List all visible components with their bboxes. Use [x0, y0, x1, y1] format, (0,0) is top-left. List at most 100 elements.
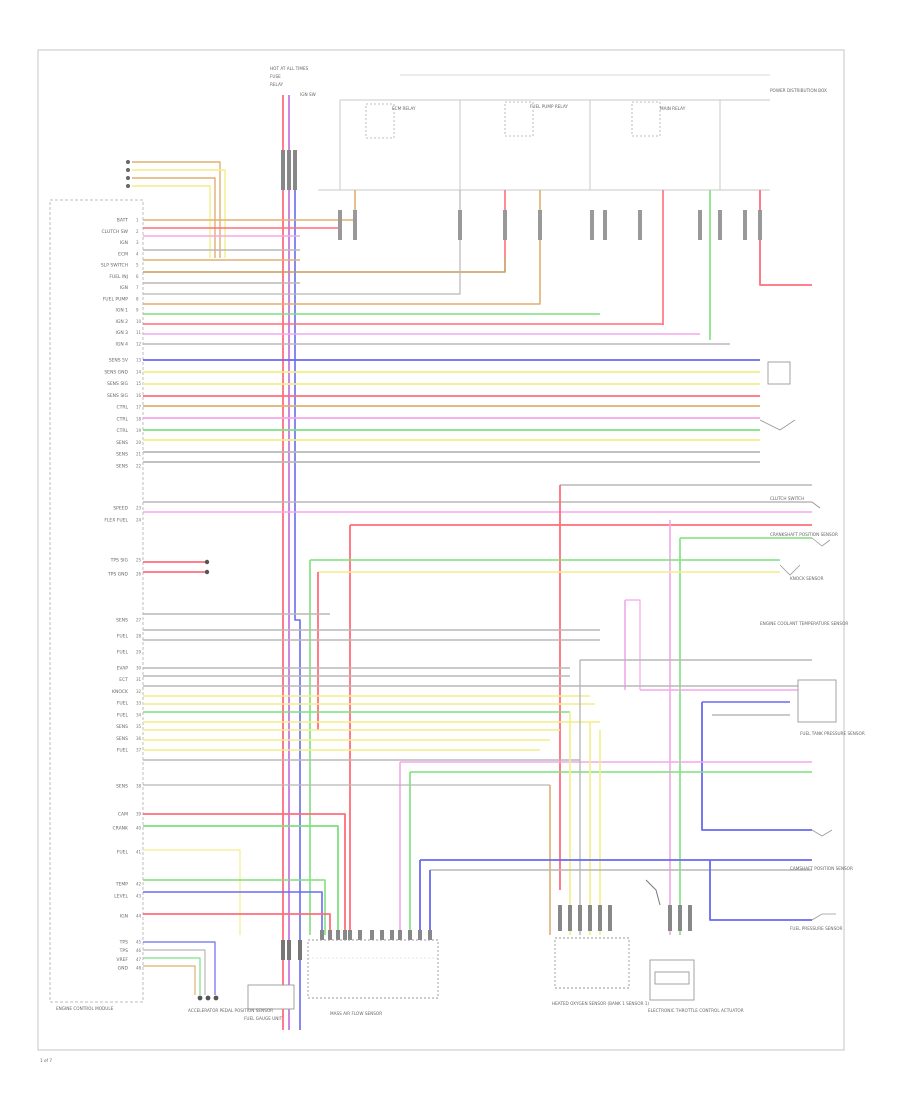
- wire-96: [143, 949, 206, 995]
- maf-pin-9: [398, 930, 402, 944]
- ecm-pin-number-14: 15: [136, 381, 142, 386]
- ecm-pin-label-1: CLUTCH SW: [102, 229, 129, 235]
- top-row-pin-0: [338, 210, 342, 240]
- maf-pin-6: [370, 930, 374, 944]
- top-feed-pin-2: [293, 150, 297, 190]
- ecm-pin-label-45: TPS: [119, 948, 128, 954]
- ecm-pin-number-27: 28: [136, 634, 142, 639]
- top-row-pin-2: [458, 210, 462, 240]
- ecm-pin-number-7: 8: [136, 296, 139, 301]
- ecm-pin-label-0: BATT: [117, 218, 128, 224]
- ecm-pin-number-8: 9: [136, 308, 139, 313]
- ecm-pin-label-13: SENS GND: [104, 369, 128, 375]
- ecm-pin-number-21: 22: [136, 464, 142, 469]
- wire-62: [701, 702, 812, 831]
- top-row-pin-1: [353, 210, 357, 240]
- ecm-pin-number-13: 14: [136, 369, 142, 374]
- ecm-pin-label-20: SENS: [116, 452, 128, 458]
- ecm-pin-number-11: 12: [136, 342, 142, 347]
- fuel-gauge-pin-2: [298, 940, 302, 960]
- wire-18: [132, 177, 216, 258]
- ecm-pin-label-46: VREF: [116, 957, 128, 963]
- ecm-pin-number-47: 48: [136, 966, 142, 971]
- o2-pin-0: [558, 905, 562, 931]
- wire-89: [143, 813, 346, 935]
- ecm-pin-label-35: SENS: [116, 736, 128, 742]
- bottom-component-1: FUEL GAUGE UNIT: [244, 1016, 283, 1021]
- ecm-pin-label-41: TEMP: [115, 882, 128, 888]
- ecm-pin-number-18: 19: [136, 428, 142, 433]
- right-component-1: CRANKSHAFT POSITION SENSOR: [770, 532, 838, 537]
- top-row-pin-5: [590, 210, 594, 240]
- ecm-pin-label-10: IGN 3: [116, 330, 129, 336]
- top-row-pin-4: [538, 210, 542, 240]
- ecm-pin-label-4: SLP SWITCH: [101, 263, 128, 269]
- maf-pin-7: [380, 930, 384, 944]
- ecm-pin-number-22: 23: [136, 506, 142, 511]
- ecm-pin-number-15: 16: [136, 393, 142, 398]
- top-row-pin-11: [758, 210, 762, 240]
- right-switch-c: [779, 564, 801, 576]
- top-component-1: ECM RELAY: [392, 106, 416, 111]
- right-tick-a: [811, 501, 821, 509]
- ecm-pin-number-43: 44: [136, 914, 142, 919]
- ecm-pin-label-6: IGN: [120, 285, 128, 291]
- o2-pin-4: [598, 905, 602, 931]
- right-component-6: FUEL PRESSURE SENSOR: [790, 926, 843, 931]
- ecm-pin-number-12: 13: [136, 358, 142, 363]
- top-feed-pin-1: [287, 150, 291, 190]
- maf-pin-0: [320, 930, 324, 944]
- right-switch-e: [811, 913, 836, 921]
- ecm-pin-label-29: EVAP: [117, 666, 129, 672]
- ecm-pin-label-31: KNOCK: [112, 689, 129, 695]
- top-left-stub-0: [126, 160, 130, 164]
- wire-25: [143, 258, 506, 273]
- tac-pin-0: [668, 905, 672, 931]
- right-switch-b: [811, 537, 831, 547]
- ecm-box: [49, 199, 144, 1003]
- ecm-pin-number-36: 37: [136, 748, 142, 753]
- maf-pin-10: [408, 930, 412, 944]
- wire-93: [143, 891, 323, 935]
- right-component-5: CAMSHAFT POSITION SENSOR: [790, 866, 853, 871]
- ecm-pin-number-40: 41: [136, 850, 142, 855]
- oxygen-sensor-box: [554, 937, 630, 989]
- ecm-pin-number-34: 35: [136, 724, 142, 729]
- component-layer: [247, 101, 837, 1010]
- top-row-pin-8: [698, 210, 702, 240]
- ecm-pin-label-8: IGN 1: [116, 308, 129, 314]
- top-row-pin-7: [638, 210, 642, 240]
- top-feed-pin-0: [281, 150, 285, 190]
- ecm-pin-label-5: FUEL INJ: [109, 274, 128, 280]
- ecm-pin-label-34: SENS: [116, 724, 128, 730]
- app-sensor-pin-0: [197, 995, 203, 1001]
- ecm-pin-label-30: ECT: [119, 677, 128, 683]
- app-sensor-pin-1: [205, 995, 211, 1001]
- ecm-pin-number-33: 34: [136, 712, 142, 717]
- ecm-pin-number-42: 43: [136, 894, 142, 899]
- o2-pin-1: [568, 905, 572, 931]
- maf-pin-1: [328, 930, 332, 944]
- footer-tag: 1 of 7: [40, 1058, 52, 1063]
- wire-28: [143, 300, 541, 305]
- dot-a: [204, 559, 210, 565]
- ecm-pin-label-38: CAM: [118, 812, 128, 818]
- fuel-gauge-pin-0: [281, 940, 285, 960]
- ecm-caption: ENGINE CONTROL MODULE: [56, 1006, 114, 1011]
- ecm-pin-label-37: SENS: [116, 784, 128, 790]
- throttle-actuator-inner: [654, 971, 690, 985]
- ecm-pin-number-35: 36: [136, 736, 142, 741]
- ecm-pin-number-41: 42: [136, 882, 142, 887]
- tac-lead: [645, 879, 661, 906]
- ecm-pin-number-44: 45: [136, 940, 142, 945]
- ecm-pin-label-44: TPS: [119, 940, 128, 946]
- ecm-pin-label-27: FUEL: [117, 634, 129, 640]
- ecm-pin-label-43: IGN: [120, 914, 128, 920]
- wire-91: [143, 849, 241, 935]
- wire-97: [143, 957, 201, 995]
- ecm-pin-number-6: 7: [136, 285, 139, 290]
- top-row-pin-3: [503, 210, 507, 240]
- ecm-pin-number-39: 40: [136, 826, 142, 831]
